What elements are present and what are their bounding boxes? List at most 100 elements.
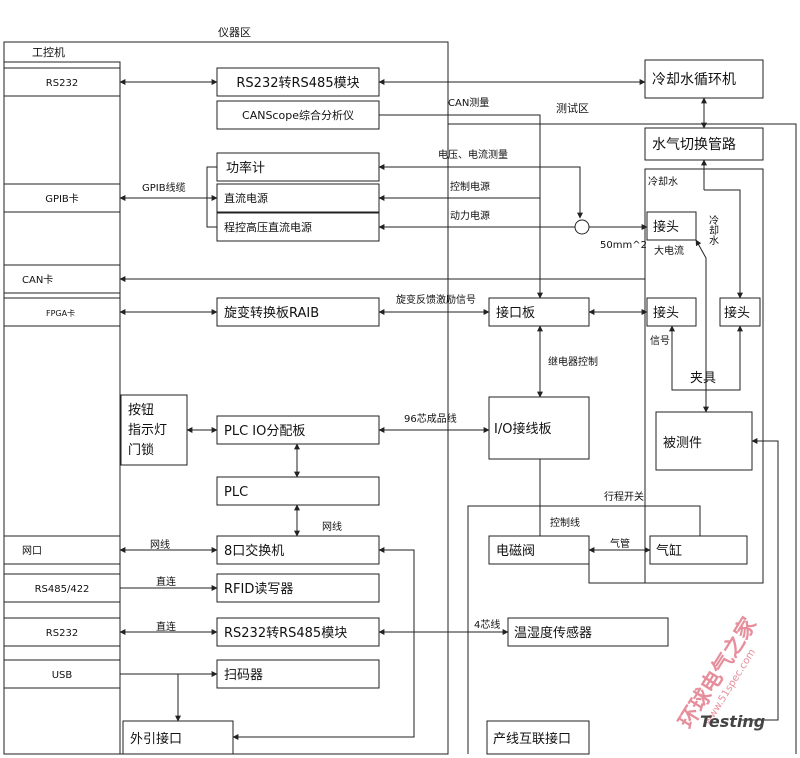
plc-io-board: PLC IO分配板	[216, 415, 380, 445]
plc: PLC	[216, 476, 380, 506]
current-sensor	[574, 219, 590, 235]
label-ctrl-line: 控制线	[550, 516, 580, 529]
temp-humidity-sensor: 温湿度传感器	[507, 617, 669, 647]
svg-text:温湿度传感器: 温湿度传感器	[514, 625, 592, 641]
label-air-pipe: 气管	[610, 537, 630, 550]
link-dut-right	[740, 438, 779, 721]
svg-text:扫码器: 扫码器	[224, 668, 263, 683]
link-signal	[669, 325, 743, 391]
svg-text:RS232转RS485模块: RS232转RS485模块	[236, 76, 359, 91]
svg-text:RS485/422: RS485/422	[35, 584, 90, 595]
svg-text:接头: 接头	[724, 305, 750, 321]
ipc-frame	[3, 61, 121, 755]
solenoid-valve: 电磁阀	[488, 535, 590, 565]
label-direct-2: 直连	[156, 620, 176, 633]
io-terminal-board: I/O接线板	[488, 396, 590, 460]
ipc-port-rs232-bottom: RS232	[3, 617, 121, 647]
ipc-port-network: 网口	[3, 535, 121, 565]
test-area-frame	[448, 123, 797, 754]
connector-2: 接头	[646, 297, 697, 327]
svg-text:FPGA卡: FPGA卡	[46, 308, 75, 318]
label-volt-curr: 电压、电流测量	[438, 148, 508, 161]
instrument-area-frame	[3, 41, 449, 755]
link-fixture-bottom	[588, 564, 645, 584]
label-relay-ctrl: 继电器控制	[548, 355, 598, 368]
label-wire-size: 50mm^2	[600, 240, 647, 251]
svg-text:功率计: 功率计	[226, 160, 265, 176]
ipc-port-can: CAN卡	[3, 264, 121, 294]
air-cylinder: 气缸	[649, 535, 748, 565]
svg-text:冷却水循环机: 冷却水循环机	[652, 72, 736, 88]
resolver-board: 旋变转换板RAIB	[216, 297, 380, 327]
svg-text:RS232: RS232	[46, 628, 78, 639]
connector-1: 接头	[646, 211, 697, 241]
svg-text:水气切换管路: 水气切换管路	[652, 136, 736, 153]
svg-text:旋变转换板RAIB: 旋变转换板RAIB	[224, 305, 319, 321]
cooling-water-chiller: 冷却水循环机	[644, 59, 764, 99]
svg-text:CANScope综合分析仪: CANScope综合分析仪	[242, 108, 354, 122]
link-io-travel	[539, 459, 701, 536]
device-under-test: 被测件	[655, 411, 753, 471]
link-line-interface-frame	[467, 505, 540, 754]
svg-text:被测件: 被测件	[663, 436, 702, 451]
svg-text:产线互联接口: 产线互联接口	[493, 731, 571, 747]
svg-text:I/O接线板: I/O接线板	[494, 421, 551, 437]
svg-text:直流电源: 直流电源	[224, 191, 268, 205]
svg-text:接头: 接头	[653, 219, 679, 235]
barcode-scanner: 扫码器	[216, 659, 380, 689]
label-ctrl-power: 控制电源	[450, 180, 490, 193]
svg-text:USB: USB	[52, 670, 73, 681]
svg-text:按钮: 按钮	[128, 403, 154, 418]
connector-3: 接头	[719, 297, 761, 327]
water-gas-switch-pipe: 水气切换管路	[644, 127, 764, 161]
svg-text:RS232转RS485模块: RS232转RS485模块	[224, 626, 347, 641]
ethernet-switch: 8口交换机	[216, 535, 380, 565]
dc-power-supply: 直流电源	[216, 183, 380, 213]
svg-text:8口交换机: 8口交换机	[224, 543, 284, 559]
external-interface: 外引接口	[122, 720, 234, 755]
link-gpib-bus	[206, 166, 217, 228]
svg-text:门锁: 门锁	[128, 442, 154, 458]
line-interconnect-interface: 产线互联接口	[486, 720, 590, 755]
svg-text:接头: 接头	[653, 305, 679, 321]
hv-dc-power-supply: 程控高压直流电源	[216, 212, 380, 242]
svg-text:气缸: 气缸	[656, 543, 682, 559]
button-lamp-lock-box: 按钮 指示灯 门锁	[120, 394, 188, 466]
svg-text:电磁阀: 电磁阀	[496, 544, 535, 559]
label-net-cable-2: 网线	[322, 520, 342, 533]
svg-text:GPIB卡: GPIB卡	[45, 192, 79, 205]
label-cooling-water: 冷却水	[648, 175, 678, 188]
ipc-port-usb: USB	[3, 659, 121, 689]
label-direct-1: 直连	[156, 575, 176, 588]
label-clamp: 夹具	[690, 371, 716, 386]
label-can-measure: CAN测量	[448, 96, 489, 109]
ipc-port-fpga: FPGA卡	[3, 297, 121, 327]
svg-text:网口: 网口	[22, 545, 42, 557]
rs232-485-module-top: RS232转RS485模块	[216, 67, 380, 97]
label-4-core: 4芯线	[474, 618, 500, 631]
svg-text:RFID读写器: RFID读写器	[224, 582, 293, 597]
label-big-current: 大电流	[654, 244, 684, 257]
link-switch-ext	[232, 547, 415, 740]
svg-text:CAN卡: CAN卡	[22, 273, 53, 286]
label-net-cable: 网线	[150, 538, 170, 551]
label-travel-switch: 行程开关	[604, 490, 644, 503]
svg-text:指示灯: 指示灯	[128, 423, 167, 438]
svg-text:PLC: PLC	[224, 485, 248, 500]
svg-text:程控高压直流电源: 程控高压直流电源	[224, 220, 312, 234]
power-meter: 功率计	[216, 152, 380, 182]
link-volt-curr	[378, 164, 583, 219]
label-power-supply: 动力电源	[450, 209, 490, 222]
label-cooling-water-vertical: 冷却水	[707, 214, 719, 245]
svg-text:RS232: RS232	[46, 78, 78, 89]
ipc-port-rs232-top: RS232	[3, 67, 121, 97]
svg-text:外引接口: 外引接口	[130, 731, 182, 747]
ipc-port-rs485: RS485/422	[3, 573, 121, 603]
ipc-port-gpib: GPIB卡	[3, 183, 121, 213]
label-96-wire: 96芯成品线	[404, 412, 457, 425]
rfid-reader: RFID读写器	[216, 573, 380, 603]
test-area-label: 测试区	[556, 102, 589, 115]
rs232-485-module-bottom: RS232转RS485模块	[216, 617, 380, 647]
link-can-measure	[379, 114, 543, 299]
